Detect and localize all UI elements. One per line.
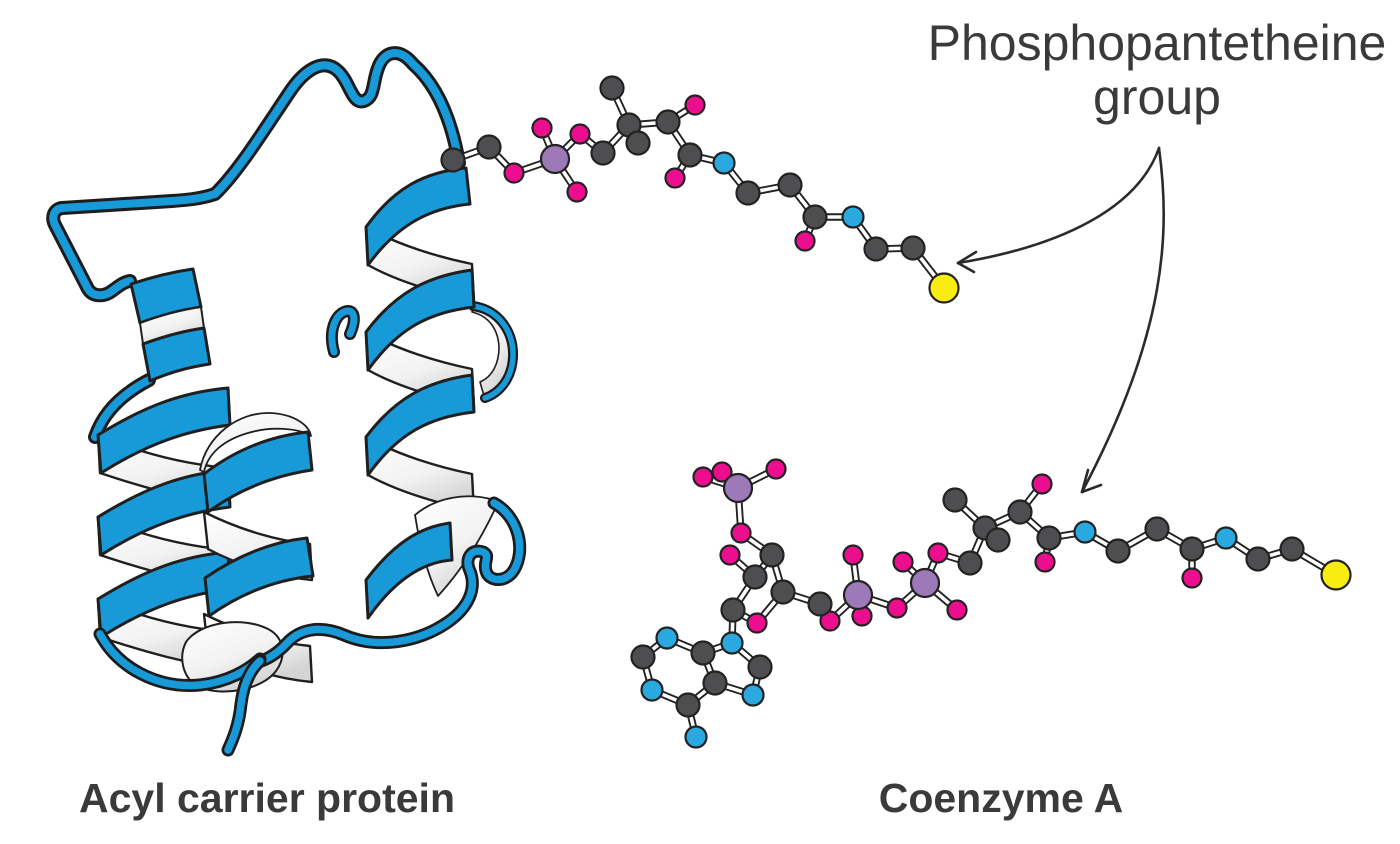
c-atom <box>677 142 703 168</box>
acp-ribbon <box>46 46 527 757</box>
o-atom <box>794 230 816 252</box>
o-atom <box>719 544 741 566</box>
o-atom <box>711 461 733 483</box>
c-atom <box>985 527 1011 553</box>
helix-right <box>364 166 497 620</box>
c-atom <box>1179 536 1205 562</box>
helix-small-upper-left <box>129 267 212 383</box>
o-atom <box>692 466 714 488</box>
c-atom <box>747 654 773 680</box>
o-atom <box>1181 567 1203 589</box>
o-atom <box>892 551 914 573</box>
p-atom <box>539 143 571 175</box>
c-atom <box>1279 536 1305 562</box>
phosphopantetheine-label-line1: Phosphopantetheine <box>928 15 1387 71</box>
c-atom <box>1144 516 1170 542</box>
c-atom <box>702 670 728 696</box>
c-atom <box>942 487 968 513</box>
o-atom <box>531 117 553 139</box>
helix-centre <box>181 305 360 693</box>
helix-left <box>96 386 232 671</box>
c-atom <box>863 236 889 262</box>
o-atom <box>886 597 908 619</box>
ribbon-loop-tubes <box>46 46 466 444</box>
c-atom <box>807 591 833 617</box>
s-atom <box>928 272 960 304</box>
c-atom <box>690 640 716 666</box>
c-atom <box>720 597 746 623</box>
n-atom <box>655 626 679 650</box>
c-atom <box>476 134 502 160</box>
c-atom <box>759 542 785 568</box>
n-atom <box>1073 520 1097 544</box>
o-atom <box>566 181 588 203</box>
c-atom <box>802 204 828 230</box>
c-atom <box>742 564 768 590</box>
o-atom <box>730 522 752 544</box>
annotation-arrows <box>956 146 1166 494</box>
o-atom <box>842 544 864 566</box>
coenzyme-a-label: Coenzyme A <box>879 775 1124 821</box>
c-atom <box>1007 499 1033 525</box>
c-atom <box>590 140 616 166</box>
acyl-carrier-protein-label: Acyl carrier protein <box>79 775 455 821</box>
o-atom <box>569 123 591 145</box>
c-atom <box>1105 538 1131 564</box>
c-atom <box>599 75 625 101</box>
c-atom <box>625 130 651 156</box>
o-atom <box>503 162 525 184</box>
n-atom <box>841 205 865 229</box>
ribbon-curl-right <box>468 301 519 403</box>
o-atom <box>1031 473 1053 495</box>
c-atom <box>1036 525 1062 551</box>
n-atom <box>684 725 708 749</box>
phosphopantetheine-label-line2: group <box>1093 69 1221 125</box>
p-atom <box>909 567 941 599</box>
o-atom <box>1034 551 1056 573</box>
c-atom <box>957 550 983 576</box>
o-atom <box>746 612 768 634</box>
c-atom <box>1245 546 1271 572</box>
n-atom <box>1214 526 1238 550</box>
ribbon-cterm-tubes <box>93 496 527 757</box>
o-atom <box>765 458 787 480</box>
c-atom <box>777 172 803 198</box>
o-atom <box>684 94 706 116</box>
p-atom <box>842 579 874 611</box>
o-atom <box>927 542 949 564</box>
n-atom <box>720 631 744 655</box>
c-atom <box>735 180 761 206</box>
c-atom <box>630 644 656 670</box>
n-atom <box>712 151 736 175</box>
o-atom <box>664 167 686 189</box>
c-atom <box>655 109 681 135</box>
c-atom <box>770 579 796 605</box>
phosphopantetheine-arm-molecule <box>440 75 960 304</box>
c-atom <box>900 235 926 261</box>
o-atom <box>946 599 968 621</box>
p-atom <box>722 472 754 504</box>
n-atom <box>741 683 765 707</box>
s-atom <box>1320 559 1352 591</box>
coenzyme-a-molecule <box>630 458 1352 749</box>
c-atom <box>440 147 466 173</box>
c-atom <box>675 692 701 718</box>
n-atom <box>640 678 664 702</box>
